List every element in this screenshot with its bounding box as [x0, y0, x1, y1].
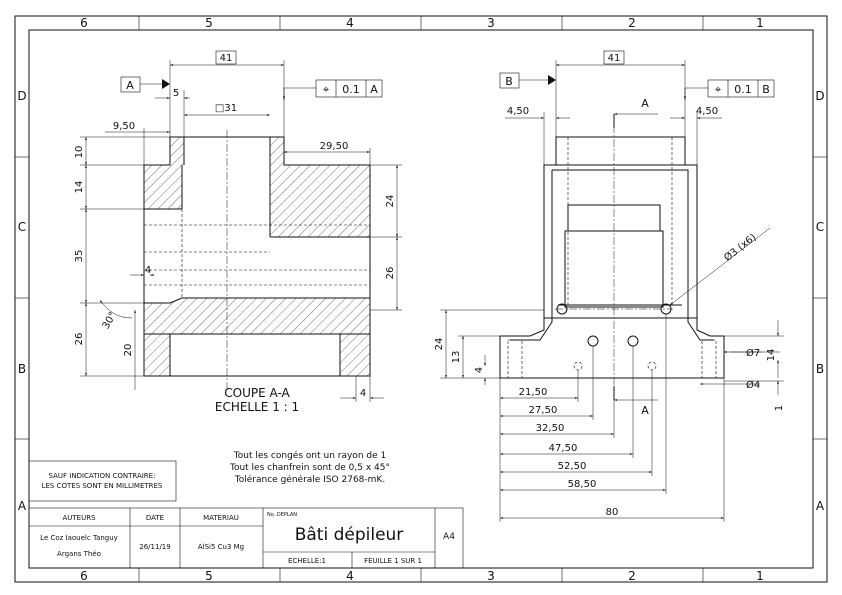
- fcf-datum: B: [762, 83, 770, 96]
- row-label-left: B: [18, 362, 26, 376]
- dim-chain-21-50: 21,50: [519, 387, 548, 398]
- datum-a: A: [120, 76, 170, 93]
- front-dimensions: 41 4,50 4,50 Ø3 (x6) Ø7 Ø4 14 1: [434, 50, 785, 522]
- zone-column-labels: 6 5 4 3 2 1 6 5 4 3 2 1: [80, 16, 764, 583]
- dim-4-50-right: 4,50: [696, 106, 718, 117]
- section-view-a-a: 41 5 □31 9,50 29,50 10 14 35: [74, 50, 402, 414]
- row-label-right: C: [816, 220, 824, 234]
- plan-number-label: No. DEPLAN: [267, 512, 297, 518]
- dim-9-50: 9,50: [113, 121, 135, 132]
- position-icon: ⌖: [323, 83, 329, 96]
- dim-4-bottom: 4: [360, 388, 366, 399]
- row-label-left: C: [18, 220, 26, 234]
- dim-4-50-left: 4,50: [507, 106, 529, 117]
- col-label-top: 4: [346, 16, 354, 30]
- col-label-top: 3: [487, 16, 495, 30]
- holes: [507, 303, 717, 379]
- section-hatching: [144, 137, 370, 376]
- dim-24-front: 24: [434, 338, 445, 351]
- dim-square-31: □31: [215, 103, 237, 114]
- col-label-bottom: 4: [346, 569, 354, 583]
- col-label-bottom: 5: [205, 569, 213, 583]
- dim-41-front: 41: [608, 53, 621, 64]
- col-label-top: 1: [756, 16, 764, 30]
- dim-chain-58-50: 58,50: [568, 479, 597, 490]
- section-scale-caption: ECHELLE 1 : 1: [215, 400, 299, 414]
- title-block: SAUF INDICATION CONTRAIRE: LES COTES SON…: [28, 460, 464, 569]
- col-label-bottom: 2: [628, 569, 636, 583]
- dim-10: 10: [74, 146, 85, 159]
- fcf-tolerance: 0.1: [342, 83, 360, 96]
- datum-a-label: A: [126, 79, 134, 92]
- dim-holes: Ø3 (x6): [722, 231, 759, 264]
- date-header: DATE: [146, 514, 164, 522]
- section-caption: COUPE A-A: [224, 386, 290, 400]
- col-label-top: 6: [80, 16, 88, 30]
- material-value: AlSi5 Cu3 Mg: [198, 543, 244, 551]
- dim-24: 24: [385, 195, 396, 208]
- drawing-title: Bâti dépileur: [295, 525, 404, 545]
- general-notes: Tout les congés ont un rayon de 1 Tout l…: [229, 450, 390, 485]
- sheet-frame: [14, 15, 828, 583]
- general-note-2: LES COTES SONT EN MILLIMETRES: [42, 482, 163, 490]
- note-tolerance: Tolérance générale ISO 2768-mK.: [234, 474, 385, 485]
- row-label-right: A: [816, 499, 825, 513]
- col-label-top: 2: [628, 16, 636, 30]
- cut-label-top: A: [641, 97, 649, 110]
- col-label-bottom: 3: [487, 569, 495, 583]
- cut-label-bottom: A: [641, 404, 649, 417]
- col-label-top: 5: [205, 16, 213, 30]
- material-header: MATERIAU: [203, 514, 239, 522]
- dim-4-front: 4: [474, 367, 485, 373]
- dim-35: 35: [74, 250, 85, 263]
- dim-chain-80: 80: [606, 507, 619, 518]
- dim-chain-47-50: 47,50: [549, 443, 578, 454]
- author-2: Argans Théo: [57, 550, 101, 558]
- dim-13-front: 13: [451, 351, 462, 364]
- note-fillets: Tout les congés ont un rayon de 1: [233, 450, 386, 461]
- note-chamfers: Tout les chanfrein sont de 0,5 x 45°: [229, 463, 390, 473]
- dim-41: 41: [220, 53, 233, 64]
- row-label-right: D: [815, 89, 824, 103]
- dim-20: 20: [123, 344, 134, 357]
- sheet-count: FEUILLE 1 SUR 1: [364, 557, 422, 565]
- fcf-datum: A: [370, 83, 378, 96]
- authors-header: AUTEURS: [62, 514, 96, 522]
- dim-dia-4: Ø4: [746, 379, 760, 391]
- dim-14-front: 14: [766, 349, 777, 362]
- general-note-1: SAUF INDICATION CONTRAIRE:: [49, 472, 156, 480]
- zone-row-labels: D C B A D C B A: [17, 89, 825, 513]
- position-icon: ⌖: [715, 83, 721, 96]
- dim-chain-52-50: 52,50: [558, 461, 587, 472]
- dim-4-inner: 4: [145, 265, 151, 276]
- drawing-date: 26/11/19: [139, 543, 170, 551]
- row-label-left: A: [18, 499, 27, 513]
- dim-29-50: 29,50: [320, 141, 349, 152]
- datum-b: B: [499, 72, 556, 89]
- col-label-bottom: 6: [80, 569, 88, 583]
- fcf-tolerance: 0.1: [734, 83, 752, 96]
- scale-value: ECHELLE:1: [288, 557, 326, 565]
- dim-1-front: 1: [774, 405, 785, 411]
- section-cut-marker: A A: [613, 97, 658, 417]
- front-view: A A 41 4,50 4,50 Ø3 (x6) Ø7: [434, 50, 785, 522]
- dim-26-left: 26: [74, 333, 85, 346]
- dim-chain-32-50: 32,50: [536, 423, 565, 434]
- dim-5: 5: [173, 88, 179, 99]
- datum-b-label: B: [505, 75, 513, 88]
- dim-chain-27-50: 27,50: [529, 405, 558, 416]
- dim-dia-7: Ø7: [746, 347, 760, 359]
- dim-14: 14: [74, 181, 85, 194]
- dim-angle-30: 30°: [101, 310, 119, 331]
- row-label-right: B: [816, 362, 824, 376]
- row-label-left: D: [17, 89, 26, 103]
- dim-26-right: 26: [385, 267, 396, 280]
- author-1: Le Coz Iaouelc Tanguy: [40, 534, 118, 542]
- col-label-bottom: 1: [756, 569, 764, 583]
- fcf-position-b: ⌖ 0.1 B: [683, 79, 775, 100]
- fcf-position-a: ⌖ 0.1 A: [282, 79, 383, 100]
- paper-format: A4: [443, 532, 455, 542]
